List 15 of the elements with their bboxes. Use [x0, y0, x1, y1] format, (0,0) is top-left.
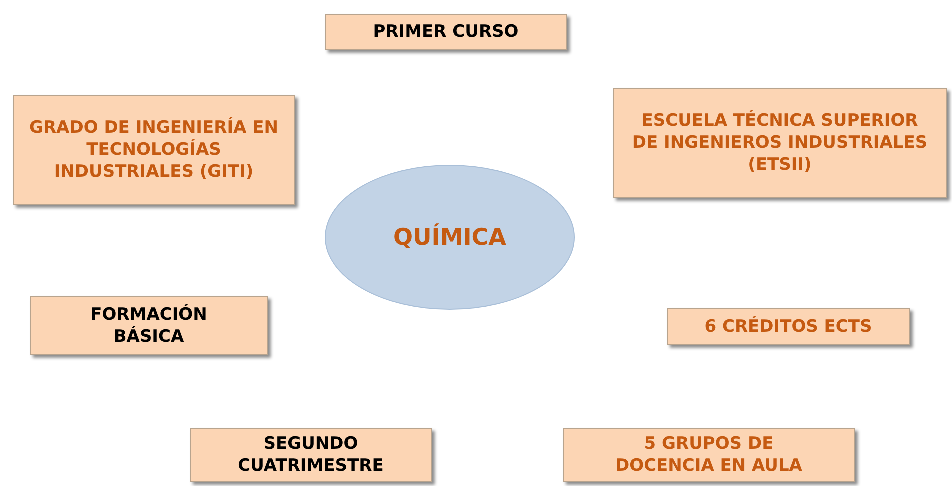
box-label: PRIMER CURSO: [373, 21, 519, 43]
label-box: [563, 428, 855, 482]
label-box: [325, 14, 567, 50]
box-label: GRADO DE INGENIERÍA EN TECNOLOGÍAS INDUSTRIALES (GITI): [29, 117, 279, 183]
label-box: [667, 308, 910, 345]
label-box: [190, 428, 432, 482]
label-box: [613, 88, 947, 198]
box-label: 6 CRÉDITOS ECTS: [704, 316, 872, 338]
label-box: [13, 95, 295, 205]
box-label: QUÍMICA: [394, 224, 506, 252]
box-label: ESCUELA TÉCNICA SUPERIOR DE INGENIEROS INDUSTRIALES (ETSII): [631, 110, 929, 176]
box-label: SEGUNDO CUATRIMESTRE: [237, 433, 385, 477]
box-label: 5 GRUPOS DE DOCENCIA EN AULA: [614, 433, 804, 477]
box-label: FORMACIÓN BÁSICA: [90, 304, 208, 348]
label-box: [30, 296, 268, 355]
